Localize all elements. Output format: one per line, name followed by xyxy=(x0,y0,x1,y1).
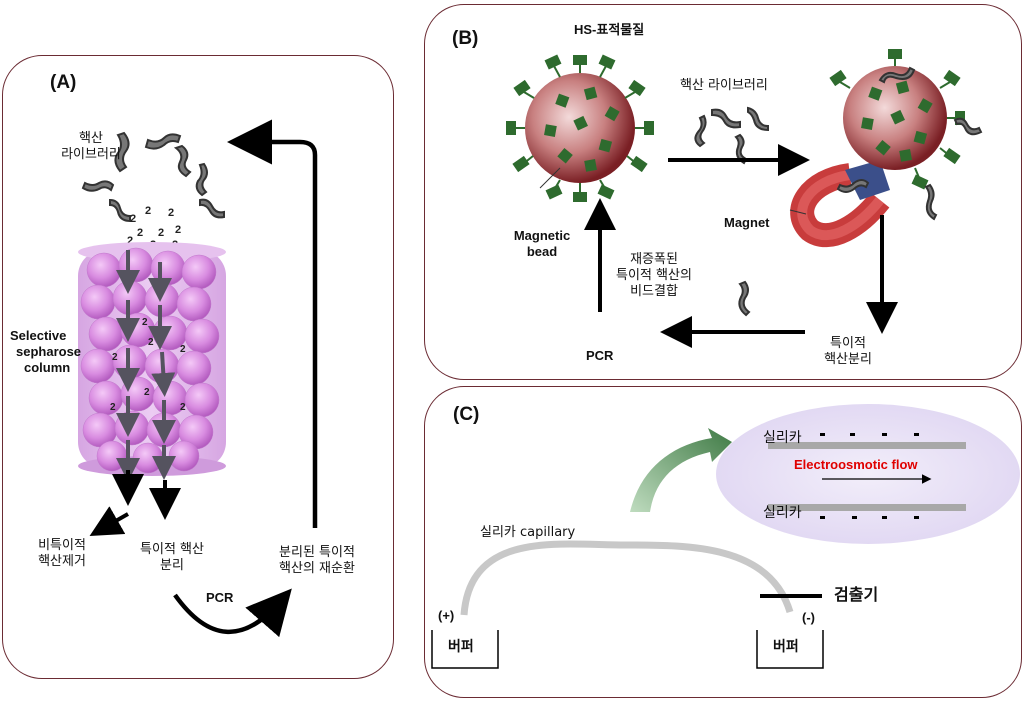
svg-text:2: 2 xyxy=(127,235,133,247)
panel-b-title: (B) xyxy=(452,28,479,49)
zoom-bubble xyxy=(716,404,1020,544)
svg-text:2: 2 xyxy=(142,317,148,328)
buffer-left-vessel xyxy=(431,630,499,669)
bead-pointer xyxy=(539,167,561,189)
panel-b xyxy=(424,4,1022,380)
electroosmotic-flow-label: Electroosmotic flow xyxy=(794,457,918,472)
pcr-label-b: PCR xyxy=(586,348,614,363)
target-label: HS-표적물질 xyxy=(574,22,645,37)
silica-walls xyxy=(768,433,966,519)
panel-c-title: (C) xyxy=(453,404,480,425)
silica-bottom-label: 실리카 xyxy=(763,505,802,521)
magnet-label: Magnet xyxy=(724,215,770,230)
pcr-arrow-a xyxy=(173,588,292,638)
svg-text:2: 2 xyxy=(180,402,186,413)
minus-electrode-label: (-) xyxy=(802,610,815,625)
svg-text:2: 2 xyxy=(110,402,116,413)
svg-text:2: 2 xyxy=(168,207,174,219)
svg-text:2: 2 xyxy=(175,224,181,236)
capillary-tube xyxy=(460,540,794,616)
dna-fragments-a xyxy=(81,131,225,223)
dna-fragments-b xyxy=(694,106,769,317)
svg-text:2: 2 xyxy=(130,213,136,225)
pcr-label-a: PCR xyxy=(206,590,234,605)
svg-text:2: 2 xyxy=(145,205,151,217)
svg-text:2: 2 xyxy=(137,227,143,239)
detector-label: 검출기 xyxy=(834,587,879,604)
svg-text:2: 2 xyxy=(148,337,154,348)
svg-text:2: 2 xyxy=(180,344,186,355)
zoom-arrow xyxy=(630,428,732,512)
svg-text:2: 2 xyxy=(158,227,164,239)
magnetic-bead-left xyxy=(506,54,654,202)
magnetic-bead-right xyxy=(790,49,983,248)
recycle-arrow xyxy=(227,119,318,528)
plus-electrode-label: (+) xyxy=(438,608,455,623)
panel-a-title: (A) xyxy=(50,72,77,93)
buffer-right-label: 버퍼 xyxy=(773,638,799,654)
silica-top-label: 실리카 xyxy=(763,430,802,446)
magnet-pointer xyxy=(789,209,807,215)
arrow-nonspecific xyxy=(89,506,129,536)
capillary-label: 실리카 capillary xyxy=(480,525,576,540)
svg-text:2: 2 xyxy=(144,387,150,398)
buffer-left-label: 버퍼 xyxy=(448,638,474,654)
buffer-right-vessel xyxy=(756,630,824,669)
svg-text:2: 2 xyxy=(112,352,118,363)
library-label-b: 핵산 라이브러리 xyxy=(680,78,768,93)
